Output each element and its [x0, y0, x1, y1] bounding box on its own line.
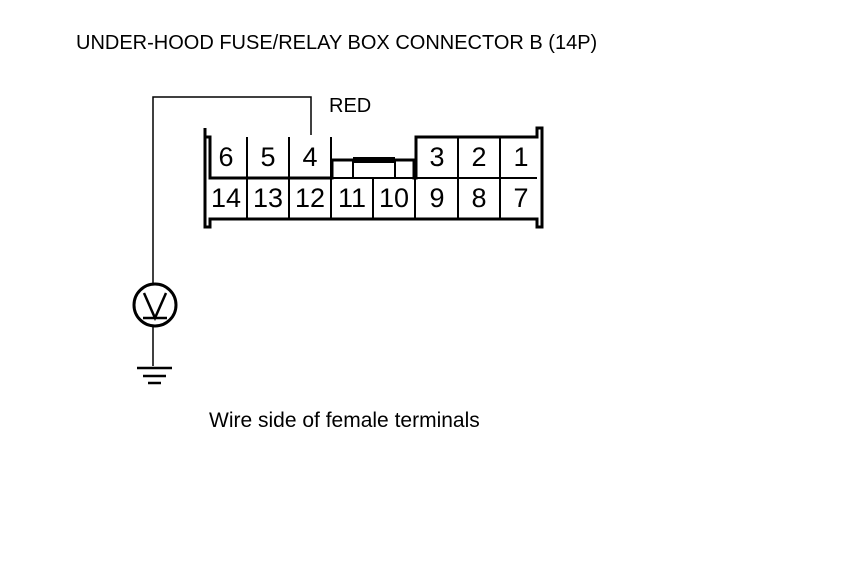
pin-label: 4 — [302, 142, 318, 172]
pin-label: 6 — [218, 142, 234, 172]
locking-tab — [353, 157, 395, 163]
pin-label: 12 — [294, 183, 326, 213]
wire-color-label: RED — [329, 95, 372, 117]
pin-label: 5 — [260, 142, 276, 172]
pin-label: 8 — [471, 183, 487, 213]
pin-label: 1 — [513, 142, 529, 172]
pin-label: 3 — [429, 142, 445, 172]
pin-label: 13 — [252, 183, 284, 213]
pin-label: 7 — [513, 183, 529, 213]
pin-label: 14 — [210, 183, 242, 213]
test-lead-wire — [152, 96, 312, 285]
voltmeter-icon — [132, 282, 178, 328]
pin-label: 2 — [471, 142, 487, 172]
diagram-caption: Wire side of female terminals — [209, 409, 480, 432]
diagram-title: UNDER-HOOD FUSE/RELAY BOX CONNECTOR B (1… — [76, 32, 598, 54]
pin-label: 11 — [337, 183, 367, 213]
pin-dividers — [246, 137, 501, 219]
pin-label: 9 — [429, 183, 445, 213]
ground-icon — [137, 366, 172, 385]
pin-label: 10 — [378, 183, 410, 213]
